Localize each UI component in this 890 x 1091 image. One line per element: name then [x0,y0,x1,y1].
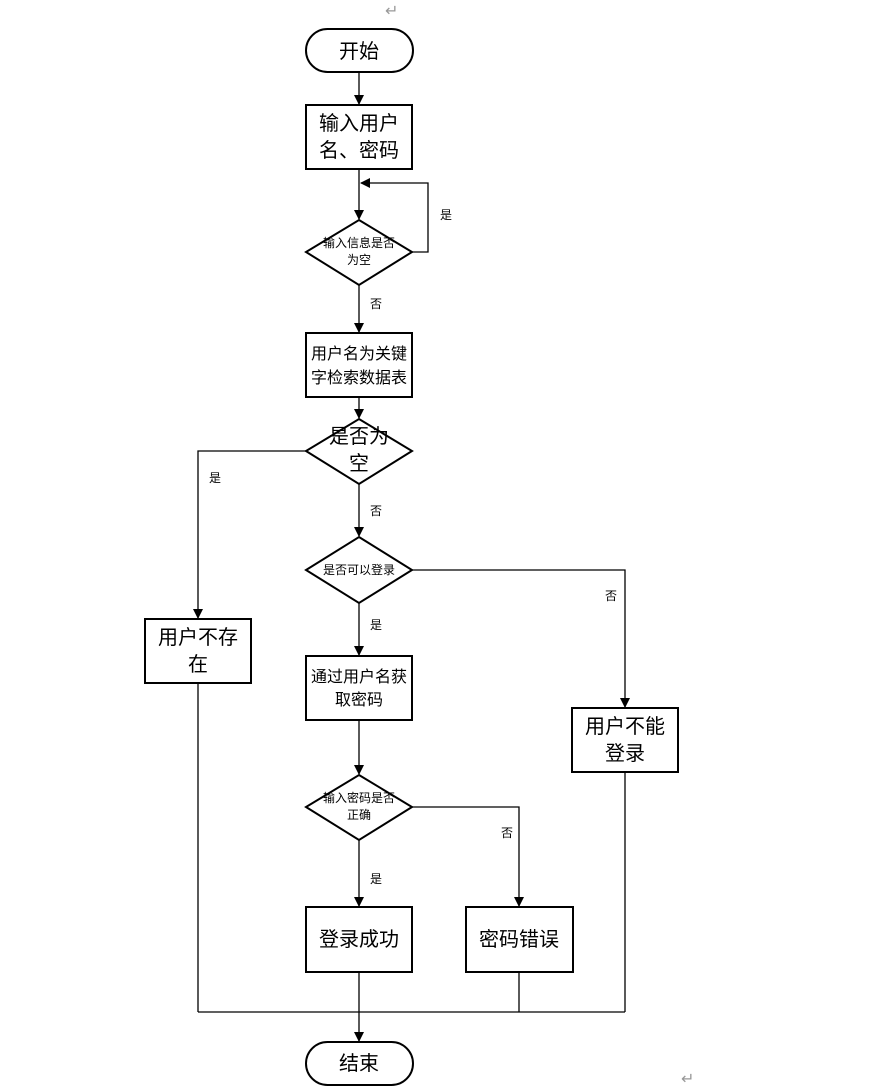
password-check-label-line1: 输入密码是否 [323,790,395,805]
edge-label-can-login-no: 否 [605,589,617,603]
can-login-label: 是否可以登录 [323,562,395,577]
input-credentials-label-line2: 名、密码 [319,138,399,162]
result-empty-label-line2: 空 [349,451,369,475]
edge-label-can-login-yes: 是 [370,618,382,632]
get-password-label-line1: 通过用户名获 [311,667,407,686]
user-not-exist-box [144,618,252,684]
start-terminal [305,28,414,73]
user-not-exist-label-line2: 在 [188,652,208,676]
password-check-decision [304,773,414,842]
edge-label-result-yes: 是 [209,471,221,485]
edge-label-password-no: 否 [501,826,513,840]
password-check-label-line2: 正确 [347,808,371,822]
search-table-label-line2: 字检索数据表 [311,368,407,387]
search-table-label-line1: 用户名为关键 [311,344,407,363]
end-label: 结束 [339,1051,379,1075]
login-success-box [305,906,413,973]
arrow-password-check-no [412,806,524,907]
arrow-can-login-no [412,569,630,708]
login-success-label: 登录成功 [319,927,399,951]
password-error-label: 密码错误 [479,927,559,951]
edge-label-empty-no: 否 [370,297,382,311]
edge-label-empty-yes: 是 [440,208,452,222]
start-label: 开始 [339,39,379,63]
edge-label-result-no: 否 [370,504,382,518]
password-error-box [465,906,574,973]
paragraph-mark-top: ↵ [385,1,398,20]
result-empty-decision [304,417,414,486]
edge-label-password-yes: 是 [370,872,382,886]
paragraph-mark-bottom: ↵ [681,1069,694,1088]
cannot-login-box [571,707,679,773]
cannot-login-label-line1: 用户不能 [585,714,665,738]
input-credentials-box [305,104,413,170]
user-not-exist-label-line1: 用户不存 [158,625,238,649]
cannot-login-label-line2: 登录 [605,741,645,765]
empty-check-decision [304,218,414,287]
arrow-empty-check-loop-yes [360,178,429,253]
empty-check-label-line1: 输入信息是否 [323,235,395,250]
can-login-decision [304,535,414,605]
get-password-box [305,655,413,721]
search-table-box [305,332,413,398]
get-password-label-line2: 取密码 [335,690,383,709]
end-terminal [305,1041,414,1086]
empty-check-label-line2: 为空 [347,253,371,267]
input-credentials-label-line1: 输入用户 [319,111,399,135]
arrow-result-empty-yes [193,450,306,619]
result-empty-label-line1: 是否为 [329,424,389,448]
